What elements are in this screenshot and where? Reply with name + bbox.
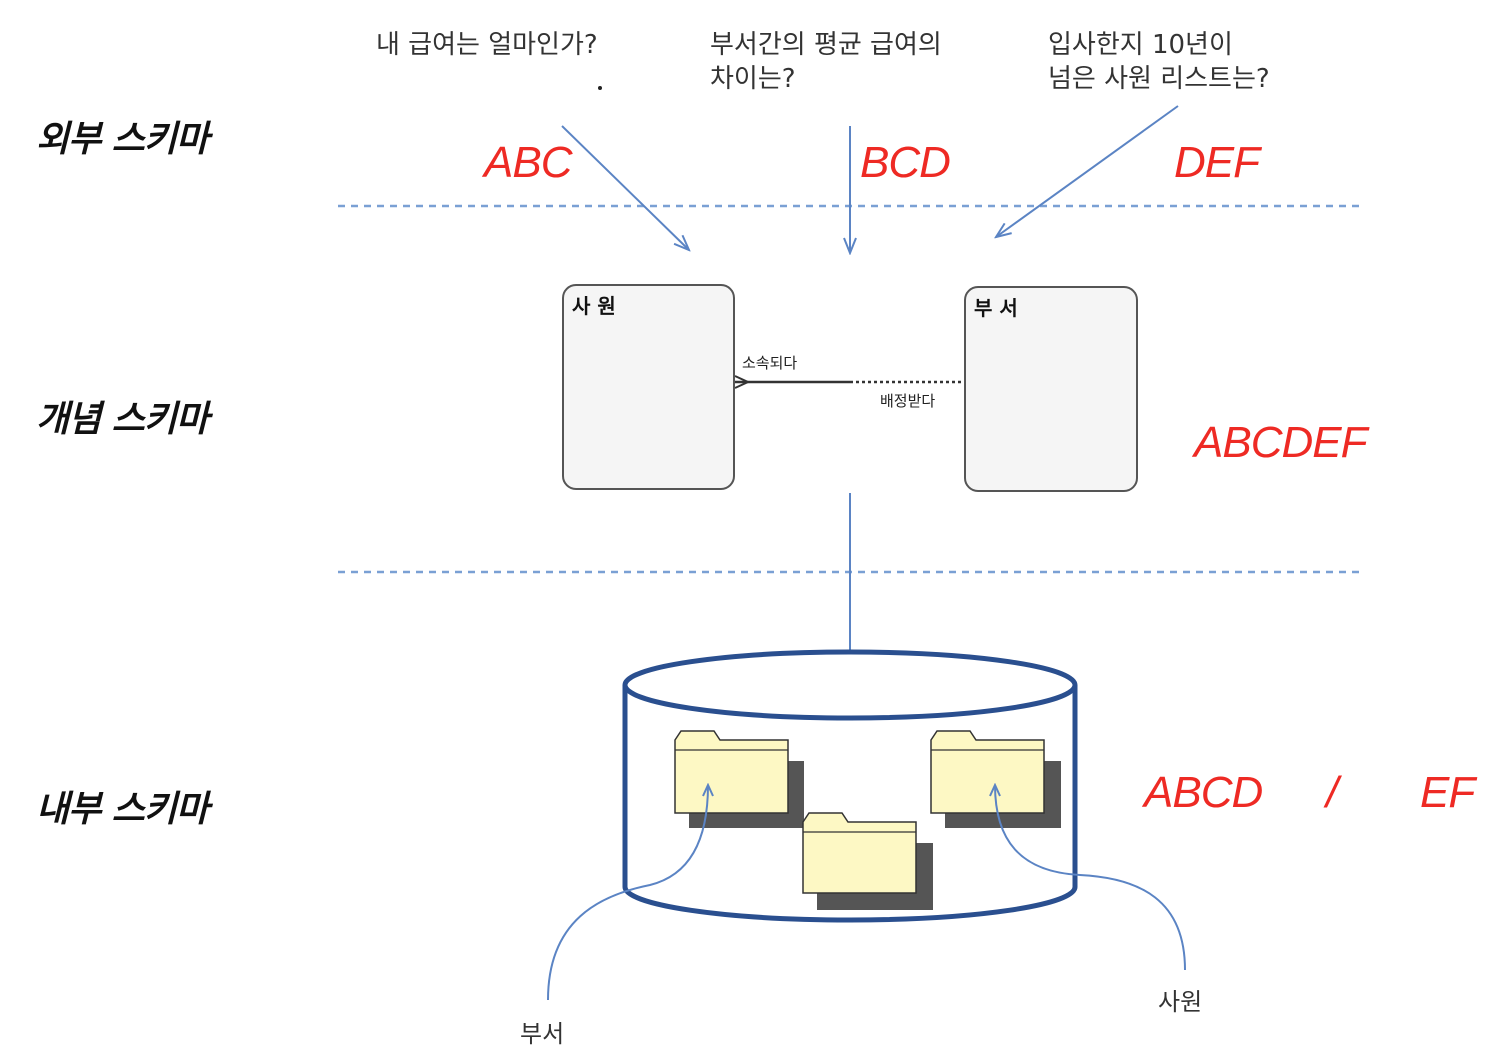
question-dept-avg-salary: 부서간의 평균 급여의 차이는?	[710, 30, 942, 94]
folder-icon	[674, 730, 804, 828]
relationship-label-assigned: 배정받다	[880, 392, 936, 410]
department-file-label: 부서	[520, 1020, 565, 1048]
employee-entity-box: 사 원	[562, 284, 735, 490]
conceptual-schema-label: 개념 스키마	[36, 399, 209, 440]
conceptual-label-abcdef: ABCDEF	[1194, 418, 1367, 467]
employee-entity-title: 사 원	[572, 294, 616, 318]
department-entity-box: 부 서	[964, 286, 1138, 492]
question-arrow-right	[996, 105, 1179, 237]
view-label-abc: ABC	[484, 138, 572, 187]
relationship-label-belongs: 소속되다	[742, 354, 798, 372]
internal-schema-label: 내부 스키마	[36, 789, 209, 830]
folder-icon	[802, 812, 933, 910]
department-entity-title: 부 서	[974, 296, 1018, 320]
internal-label-slash: /	[1326, 768, 1338, 817]
question-arrow-left	[561, 125, 689, 250]
employee-file-label: 사원	[1158, 988, 1203, 1016]
question-my-salary: 내 급여는 얼마인가?	[376, 30, 598, 60]
question-employees-10-years: 입사한지 10년이 넘은 사원 리스트는?	[1048, 30, 1270, 94]
external-schema-label: 외부 스키마	[36, 119, 209, 160]
folder-icon	[930, 730, 1061, 828]
internal-label-ef: EF	[1420, 768, 1475, 817]
view-label-def: DEF	[1174, 138, 1260, 187]
view-label-bcd: BCD	[860, 138, 951, 187]
department-file-arrow	[547, 785, 708, 1001]
internal-label-abcd: ABCD	[1144, 768, 1263, 817]
relationship-crowfoot	[734, 375, 751, 389]
stray-dot	[598, 86, 602, 90]
employee-file-arrow	[995, 785, 1186, 971]
